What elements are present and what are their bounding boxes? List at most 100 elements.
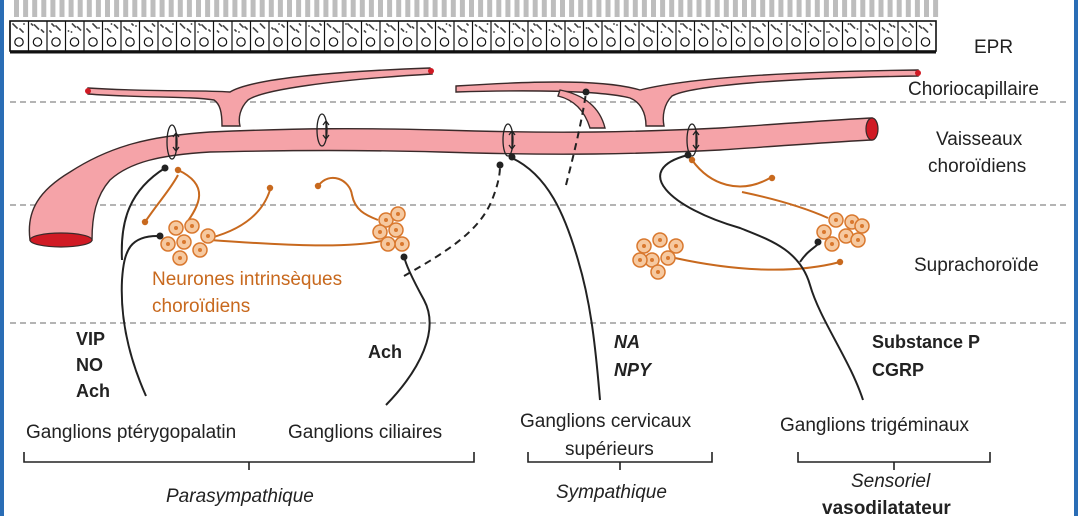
photoreceptor-segment [605, 0, 611, 17]
epr-granule [800, 31, 802, 33]
epr-granule [838, 30, 840, 32]
epr-granule [579, 26, 581, 28]
epr-granule [573, 31, 575, 33]
epr-nucleus [69, 37, 80, 47]
photoreceptor-segment [214, 0, 220, 17]
epr-granule [764, 25, 766, 27]
epr-granule [737, 30, 740, 32]
epr-nucleus [199, 37, 209, 47]
epr-granule [357, 31, 359, 33]
epr-nucleus [587, 37, 598, 47]
epr-nucleus [495, 37, 505, 47]
epr-granule [807, 31, 810, 33]
photoreceptor-segment [696, 0, 702, 17]
epr-granule [338, 31, 341, 33]
epr-granule [263, 27, 266, 29]
photoreceptor-segment [760, 0, 766, 17]
neuron-nucleus [198, 248, 202, 252]
capillary-tip [85, 88, 91, 94]
fiber [177, 169, 201, 226]
neuron-nucleus [650, 258, 654, 262]
epr-granule [59, 29, 61, 31]
epr-granule [616, 24, 618, 26]
epr-granule [405, 31, 408, 33]
frame-right-border [1074, 0, 1078, 516]
photoreceptor-segment [441, 0, 447, 17]
epr-granule [162, 26, 164, 28]
photoreceptor-segment [896, 0, 902, 17]
neuron-nucleus [638, 258, 642, 262]
fiber [209, 189, 271, 239]
photoreceptor-segment [514, 0, 520, 17]
photoreceptor-segment [323, 0, 329, 17]
epr-nucleus [384, 37, 394, 47]
photoreceptor-layer [14, 0, 939, 17]
epr-nucleus [791, 37, 801, 47]
epr-granule [104, 28, 107, 30]
epr-granule [653, 31, 655, 33]
terminal [814, 238, 822, 246]
epr-nucleus [772, 37, 783, 47]
epr-granule [780, 23, 783, 25]
epr-granule [402, 30, 405, 32]
photoreceptor-segment [596, 0, 602, 17]
epr-granule [394, 29, 396, 31]
terminal [508, 153, 516, 161]
epr-granule [226, 29, 229, 31]
neuron-nucleus [666, 256, 670, 260]
photoreceptor-segment [860, 0, 866, 17]
epr-nucleus [902, 37, 912, 47]
perivascular-loops [166, 113, 700, 160]
capillary-right [455, 69, 919, 127]
epr-granule [532, 31, 534, 33]
epr-nucleus [550, 37, 561, 47]
photoreceptor-segment [186, 0, 192, 17]
epr-nucleus [735, 37, 746, 47]
capillary-tip [915, 70, 921, 76]
epr-granule [189, 31, 192, 33]
photoreceptor-segment [50, 0, 56, 17]
epr-granule [126, 29, 128, 31]
terminal [496, 161, 504, 169]
bracket-parasympathetic [23, 452, 475, 470]
photoreceptor-segment [378, 0, 383, 17]
arrow-icon [508, 129, 516, 151]
epr-granule [217, 31, 220, 33]
epr-granule [109, 31, 112, 33]
epr-granule [31, 24, 34, 26]
epr-granule [153, 25, 156, 27]
epr-granule [643, 25, 645, 27]
epr-granule [172, 23, 174, 25]
photoreceptor-segment [887, 0, 893, 17]
epr-nucleus [106, 37, 117, 47]
epr-nucleus [698, 37, 709, 47]
fiber [691, 159, 771, 188]
photoreceptor-segment [68, 0, 74, 17]
epr-granule [23, 23, 25, 25]
epr-nucleus [365, 37, 376, 47]
epr-nucleus [273, 37, 283, 47]
epr-granule [887, 31, 890, 33]
fiber-pterygopalatin [120, 234, 161, 397]
neuron-nucleus [206, 234, 210, 238]
epr-nucleus [217, 37, 228, 47]
epr-granule [444, 31, 447, 33]
photoreceptor-segment [532, 0, 538, 17]
epr-granule [22, 31, 24, 33]
epr-granule [577, 26, 579, 28]
photoreceptor-segment [250, 0, 256, 17]
nt-ach-ciliary: Ach [368, 342, 403, 362]
photoreceptor-segment [778, 0, 784, 17]
epr-nucleus [569, 37, 579, 47]
neuron-nucleus [400, 242, 404, 246]
epr-granule [552, 31, 555, 33]
neuron-nucleus [656, 270, 660, 274]
photoreceptor-segment [714, 0, 720, 17]
fiber [317, 176, 379, 221]
epr-granule [465, 31, 467, 33]
epr-granule [238, 31, 240, 33]
frame-left-border [0, 0, 4, 516]
photoreceptor-segment [196, 0, 201, 17]
epr-granule [591, 31, 594, 33]
ganglion-cervicaux-2: supérieurs [565, 439, 654, 460]
